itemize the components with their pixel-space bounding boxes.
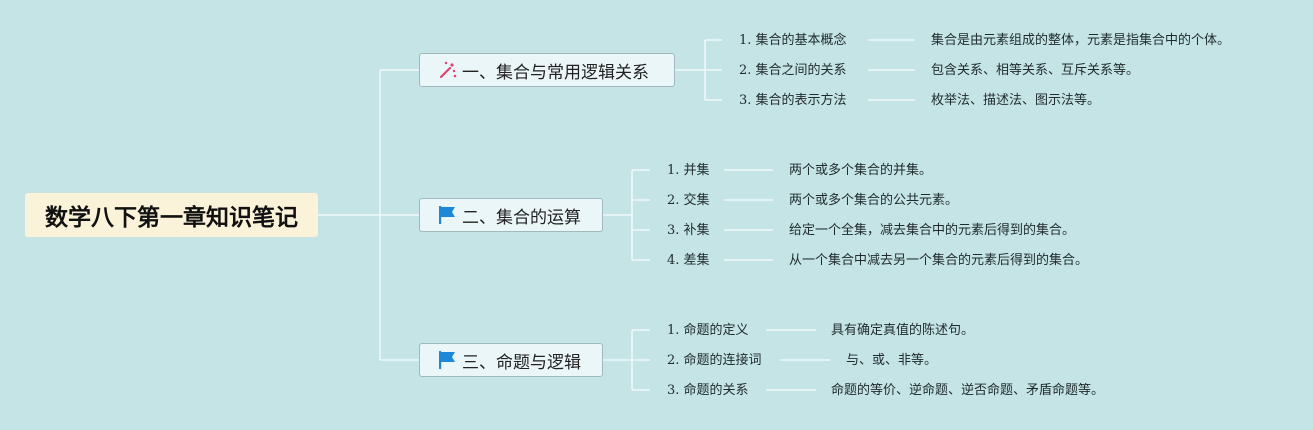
leaf-description: 两个或多个集合的公共元素。	[789, 193, 959, 208]
leaf-description: 两个或多个集合的并集。	[789, 163, 933, 178]
leaf-title[interactable]: 2. 命题的连接词	[667, 353, 762, 368]
leaf-title[interactable]: 2. 集合之间的关系	[739, 63, 847, 78]
magic-wand-icon	[436, 59, 458, 81]
leaf-description: 具有确定真值的陈述句。	[831, 323, 975, 338]
leaf-description: 给定一个全集，减去集合中的元素后得到的集合。	[789, 223, 1076, 238]
root-title: 数学八下第一章知识笔记	[45, 205, 298, 231]
flag-icon	[436, 349, 458, 371]
leaf-title[interactable]: 4. 差集	[667, 253, 710, 268]
leaf-title[interactable]: 3. 集合的表示方法	[739, 93, 847, 108]
leaf-title[interactable]: 1. 并集	[667, 163, 710, 178]
leaf-title[interactable]: 3. 命题的关系	[667, 383, 749, 398]
branch-label: 二、集合的运算	[462, 207, 581, 228]
leaf-title[interactable]: 3. 补集	[667, 223, 710, 238]
leaf-description: 与、或、非等。	[846, 353, 938, 368]
branch-node-1[interactable]: 一、集合与常用逻辑关系	[419, 53, 675, 87]
root-node[interactable]: 数学八下第一章知识笔记	[25, 193, 318, 237]
leaf-title[interactable]: 2. 交集	[667, 193, 710, 208]
leaf-description: 从一个集合中减去另一个集合的元素后得到的集合。	[789, 253, 1089, 268]
leaf-title[interactable]: 1. 集合的基本概念	[739, 33, 847, 48]
leaf-description: 包含关系、相等关系、互斥关系等。	[931, 63, 1140, 78]
branch-node-3[interactable]: 三、命题与逻辑	[419, 343, 603, 377]
branch-node-2[interactable]: 二、集合的运算	[419, 198, 603, 232]
flag-icon	[436, 204, 458, 226]
branch-label: 三、命题与逻辑	[462, 352, 581, 373]
leaf-description: 集合是由元素组成的整体，元素是指集合中的个体。	[931, 33, 1231, 48]
leaf-title[interactable]: 1. 命题的定义	[667, 323, 749, 338]
branch-label: 一、集合与常用逻辑关系	[462, 62, 649, 83]
leaf-description: 枚举法、描述法、图示法等。	[931, 93, 1101, 108]
leaf-description: 命题的等价、逆命题、逆否命题、矛盾命题等。	[831, 383, 1105, 398]
